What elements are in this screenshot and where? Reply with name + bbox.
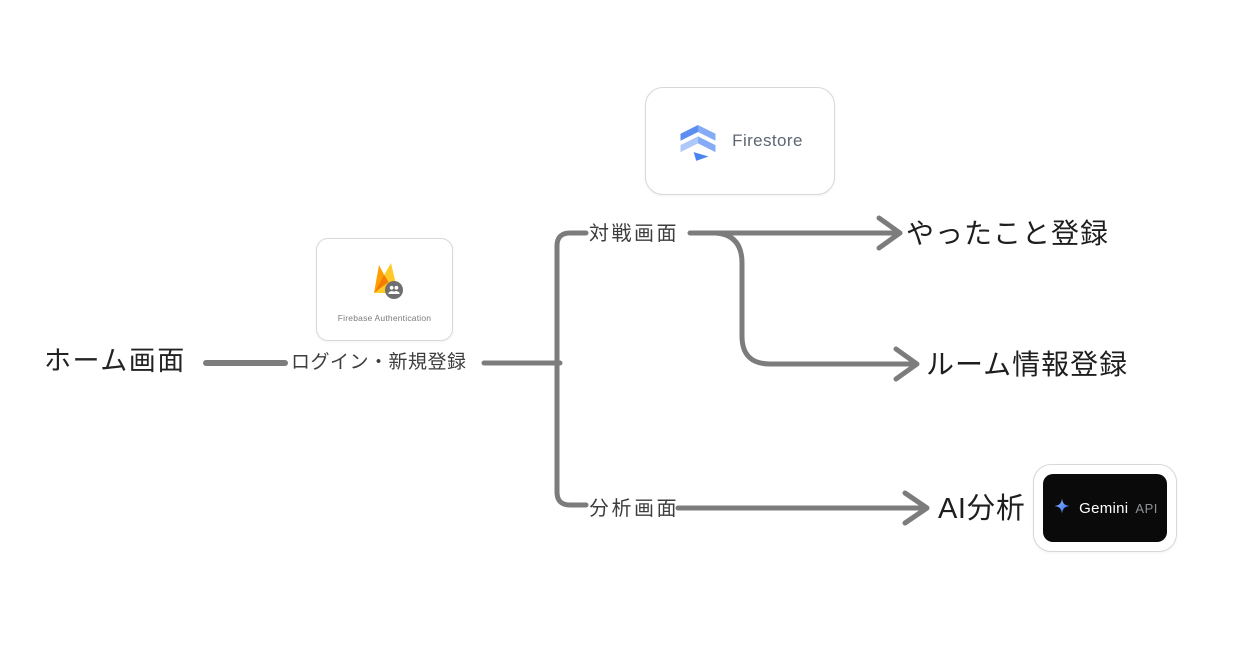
firestore-label: Firestore xyxy=(732,131,803,150)
node-home-label: ホーム画面 xyxy=(44,346,186,376)
firebase-flame-icon xyxy=(365,261,405,306)
firebase-auth-label: Firebase Authentication xyxy=(337,312,432,323)
firestore-card: Firestore xyxy=(645,87,835,195)
node-action-register-label: やったこと登録 xyxy=(906,218,1110,249)
node-analysis-label: 分析画面 xyxy=(589,498,679,520)
arrowhead-room xyxy=(893,346,920,382)
gemini-api-label: API xyxy=(1135,500,1158,516)
node-login-label: ログイン・新規登録 xyxy=(291,352,467,373)
firestore-icon xyxy=(677,116,719,167)
edge-battle-room-curve xyxy=(713,230,917,367)
arrowhead-action xyxy=(876,215,903,251)
gemini-card: Gemini API xyxy=(1033,464,1177,552)
gemini-label: Gemini xyxy=(1079,499,1129,517)
node-room-register-label: ルーム情報登録 xyxy=(926,349,1129,380)
edge-trunk-branch xyxy=(554,230,589,508)
gemini-inner-panel: Gemini API xyxy=(1043,474,1167,542)
arrowhead-ai xyxy=(902,490,930,526)
node-battle-label: 対戦画面 xyxy=(589,223,679,245)
gemini-sparkle-icon xyxy=(1052,496,1072,521)
node-ai-analysis-label: AI分析 xyxy=(938,493,1026,525)
firebase-auth-card: Firebase Authentication xyxy=(316,238,453,341)
